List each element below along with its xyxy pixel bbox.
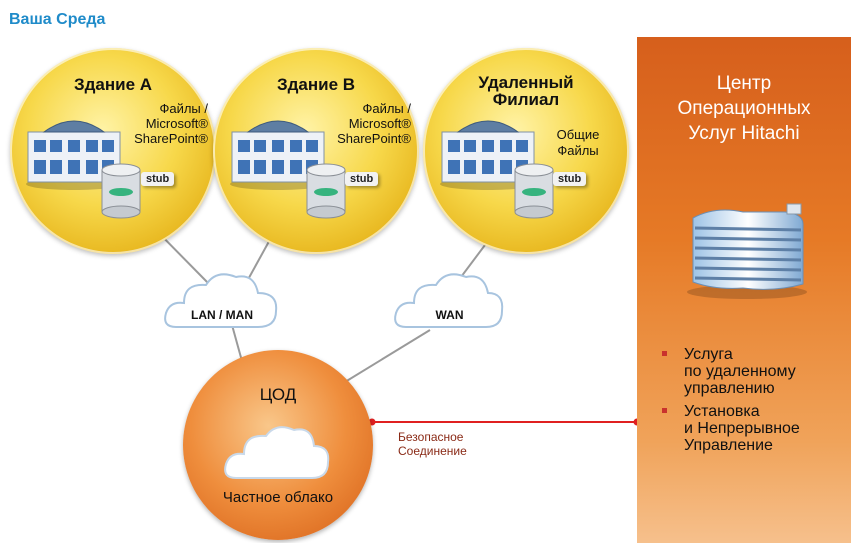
database-icon [101,163,141,219]
stub-label: stub [553,172,587,186]
wan-cloud-icon [394,273,504,328]
secure-connection-label: Безопасное Соединение [398,430,467,458]
building-icon [26,120,122,190]
office-tower-icon [687,203,807,299]
database-icon [514,163,554,219]
services-list: Услуга по удаленному управлению Установк… [662,346,847,460]
private-cloud-icon [224,426,330,479]
database-icon [306,163,346,219]
stub-label: stub [141,172,175,186]
bullet-icon [662,351,667,356]
hitachi-center-panel [637,37,851,543]
service-item: Установка и Непрерывное Управление [662,403,847,454]
building-b-title: Здание В [276,75,356,94]
building-b-files: Файлы / Microsoft® SharePoint® [337,101,411,146]
building-a-files: Файлы / Microsoft® SharePoint® [134,101,208,146]
remote-branch-title: Удаленный Филиал [478,73,574,109]
building-a-title: Здание А [73,75,153,94]
service-item: Услуга по удаленному управлению [662,346,847,397]
lan-man-cloud-icon [164,273,278,328]
wan-label: WAN [435,308,464,322]
hitachi-center-title: Центр Операционных Услуг Hitachi [677,73,811,144]
datacenter-title: ЦОД [259,385,297,404]
lan-man-label: LAN / MAN [191,308,253,322]
private-cloud-label: Частное облако [222,489,334,506]
stub-label: stub [345,172,379,186]
bullet-icon [662,408,667,413]
page-title: Ваша Среда [9,11,106,28]
remote-branch-files: Общие Файлы [556,127,600,158]
